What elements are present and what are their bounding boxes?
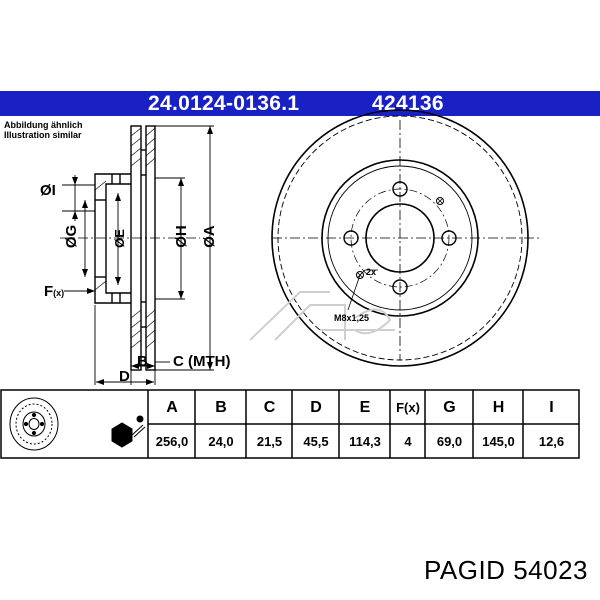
value-D: 45,5 [303, 434, 329, 449]
col-header-D: D [310, 398, 322, 416]
dimension-label-A: ØA [200, 225, 218, 248]
dimension-label-F: F(x) [44, 284, 64, 301]
dimension-arrows [72, 126, 213, 385]
side-section-view [94, 125, 156, 371]
illustration-caption: Abbildung ähnlich Illustration similar [4, 120, 83, 140]
col-header-A: A [166, 398, 178, 416]
hole-count-label: 2x [366, 267, 377, 277]
value-I: 12,6 [538, 434, 565, 449]
value-G: 69,0 [436, 434, 463, 449]
col-header-C: C [263, 398, 276, 416]
part-number: 24.0124-0136.1 [148, 92, 300, 115]
value-C: 21,5 [256, 434, 283, 449]
dimension-label-E: ØE [111, 229, 127, 248]
dimension-label-G: ØG [63, 224, 81, 249]
dimension-label-C: C (MTH) [173, 353, 231, 370]
dimension-label-I: ØI [40, 182, 56, 199]
brand-code: 54023 [513, 555, 588, 585]
caption-german: Abbildung ähnlich [4, 120, 83, 130]
col-header-F: F(x) [396, 400, 420, 415]
screw-icon [111, 415, 146, 448]
table-grid [0, 389, 580, 459]
col-header-G: G [443, 398, 456, 416]
brand-label: PAGID 54023 [424, 555, 588, 586]
reference-number: 424136 [372, 92, 444, 115]
disc-thumbnail-icon [9, 397, 59, 451]
col-header-I: I [549, 398, 554, 416]
brand-name: PAGID [423, 555, 506, 585]
value-A: 256,0 [155, 434, 189, 449]
dimension-label-F-sub: (x) [53, 288, 65, 298]
dimension-label-H: ØH [172, 225, 190, 248]
caption-english: Illustration similar [4, 130, 82, 140]
value-E: 114,3 [349, 434, 381, 449]
ate-watermark-logo [249, 291, 395, 341]
hatch-pattern [94, 127, 156, 349]
dimension-lines [62, 125, 214, 385]
value-B: 24,0 [208, 434, 234, 449]
front-view [271, 109, 529, 367]
col-header-E: E [359, 398, 371, 416]
dimension-label-F-letter: F [44, 283, 54, 300]
brake-disc-drawing [60, 109, 540, 385]
part-number-banner: 24.0124-0136.1 424136 [0, 91, 600, 116]
col-header-H: H [492, 398, 505, 416]
col-header-B: B [215, 398, 227, 416]
dimension-label-D: D [119, 368, 130, 385]
value-H: 145,0 [482, 434, 515, 449]
value-F: 4 [404, 434, 412, 449]
thread-label: M8x1,25 [334, 313, 370, 323]
dimension-table [0, 389, 600, 460]
dimension-label-B: B [137, 353, 148, 370]
